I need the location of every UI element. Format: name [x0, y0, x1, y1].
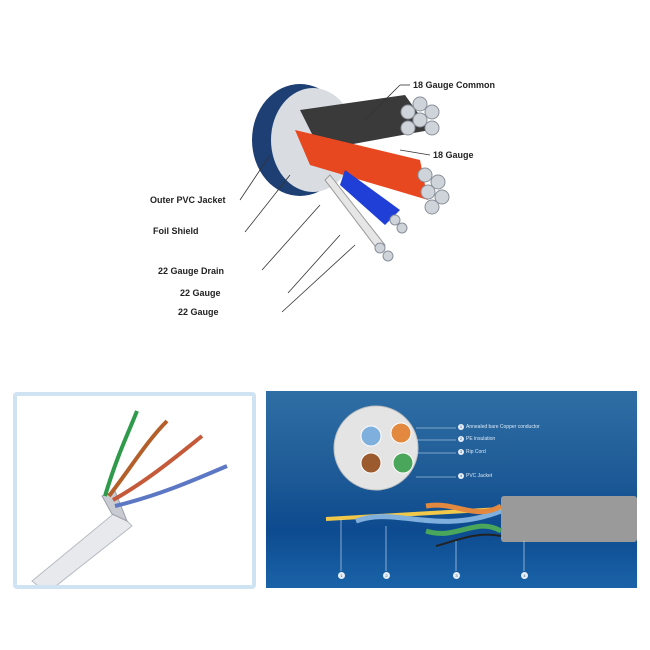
label-18-gauge: 18 Gauge	[433, 150, 474, 160]
red-wire-shape	[295, 130, 428, 200]
blue-conductor-strands	[389, 214, 408, 234]
blue-pair-shape	[114, 464, 228, 508]
utp-jacket-shape	[501, 496, 637, 542]
twisted-pair-cable-photo	[13, 392, 256, 589]
bottom-number-2: 2	[383, 572, 390, 579]
bottom-number-4: 4	[521, 572, 528, 579]
cross-section-jacket	[333, 405, 419, 491]
cable-jacket-shape	[31, 510, 133, 585]
green-pair-shape	[103, 410, 139, 497]
orange-wire-pair	[425, 502, 503, 515]
blue-wire-shape	[340, 170, 400, 225]
cross-section-pair-green	[392, 452, 414, 474]
leader-lines	[239, 84, 431, 313]
blue-wire-pair	[355, 508, 502, 524]
brown-pair-shape	[107, 419, 169, 498]
label-22-gauge-b: 22 Gauge	[178, 307, 219, 317]
red-conductor-strands	[417, 167, 450, 215]
shielded-cable-diagram: 18 Gauge Common 18 Gauge Outer PVC Jacke…	[150, 80, 496, 317]
cross-section-pair-orange	[390, 422, 412, 444]
black-wire-shape	[300, 95, 430, 150]
label-18-gauge-common: 18 Gauge Common	[413, 80, 496, 90]
label-outer-pvc-jacket: Outer PVC Jacket	[150, 195, 226, 205]
legend-lines	[340, 427, 525, 571]
drain-strands	[374, 242, 394, 262]
utp-cable-illustration	[325, 405, 637, 571]
green-wire-pair	[425, 523, 503, 536]
label-22-gauge-drain: 22 Gauge Drain	[158, 266, 225, 276]
rip-cord	[435, 533, 502, 547]
cross-section-pair-blue	[360, 425, 382, 447]
common-conductor-strands	[400, 96, 440, 136]
bottom-number-1: 1	[338, 572, 345, 579]
label-foil-shield: Foil Shield	[153, 226, 199, 236]
bottom-number-3: 3	[453, 572, 460, 579]
twisted-pair-illustration	[31, 410, 228, 585]
cable-cutaway-illustration	[239, 84, 450, 313]
cross-section-pair-brown	[360, 452, 382, 474]
orange-pair-shape	[112, 434, 204, 502]
label-22-gauge-a: 22 Gauge	[180, 288, 221, 298]
